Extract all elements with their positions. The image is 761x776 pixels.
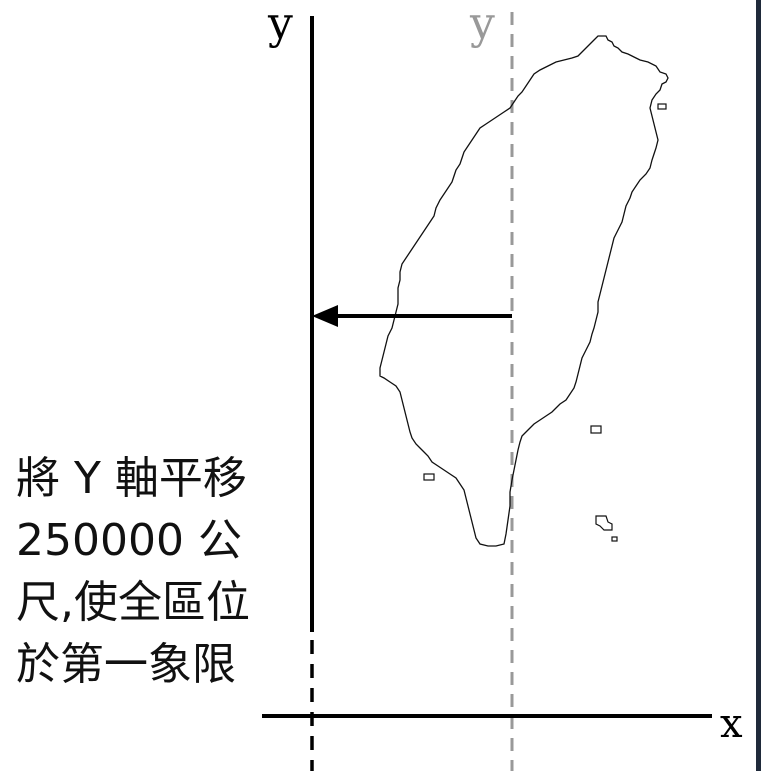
x-axis-label: x: [720, 701, 743, 747]
caption-line-2: 250000 公: [16, 515, 242, 566]
arrow-left-icon: [312, 305, 338, 327]
y-axis-label: y: [267, 0, 293, 49]
caption-line-4: 於第一象限: [16, 639, 236, 690]
caption-line-3: 尺,使全區位: [16, 577, 250, 628]
taiwan-map-outline: [379, 35, 669, 547]
shifted-y-axis-label: y: [469, 0, 495, 49]
window-edge: [756, 0, 761, 771]
islet-green-island: [590, 425, 602, 434]
caption-line-1: 將 Y 軸平移: [16, 453, 247, 504]
islet-orchid: [595, 515, 613, 531]
islet-east: [657, 103, 667, 110]
islet-small-orchid: [611, 536, 618, 542]
islet-liuqiu: [423, 473, 435, 481]
caption: 將 Y 軸平移 250000 公 尺,使全區位 於第一象限: [16, 448, 306, 696]
